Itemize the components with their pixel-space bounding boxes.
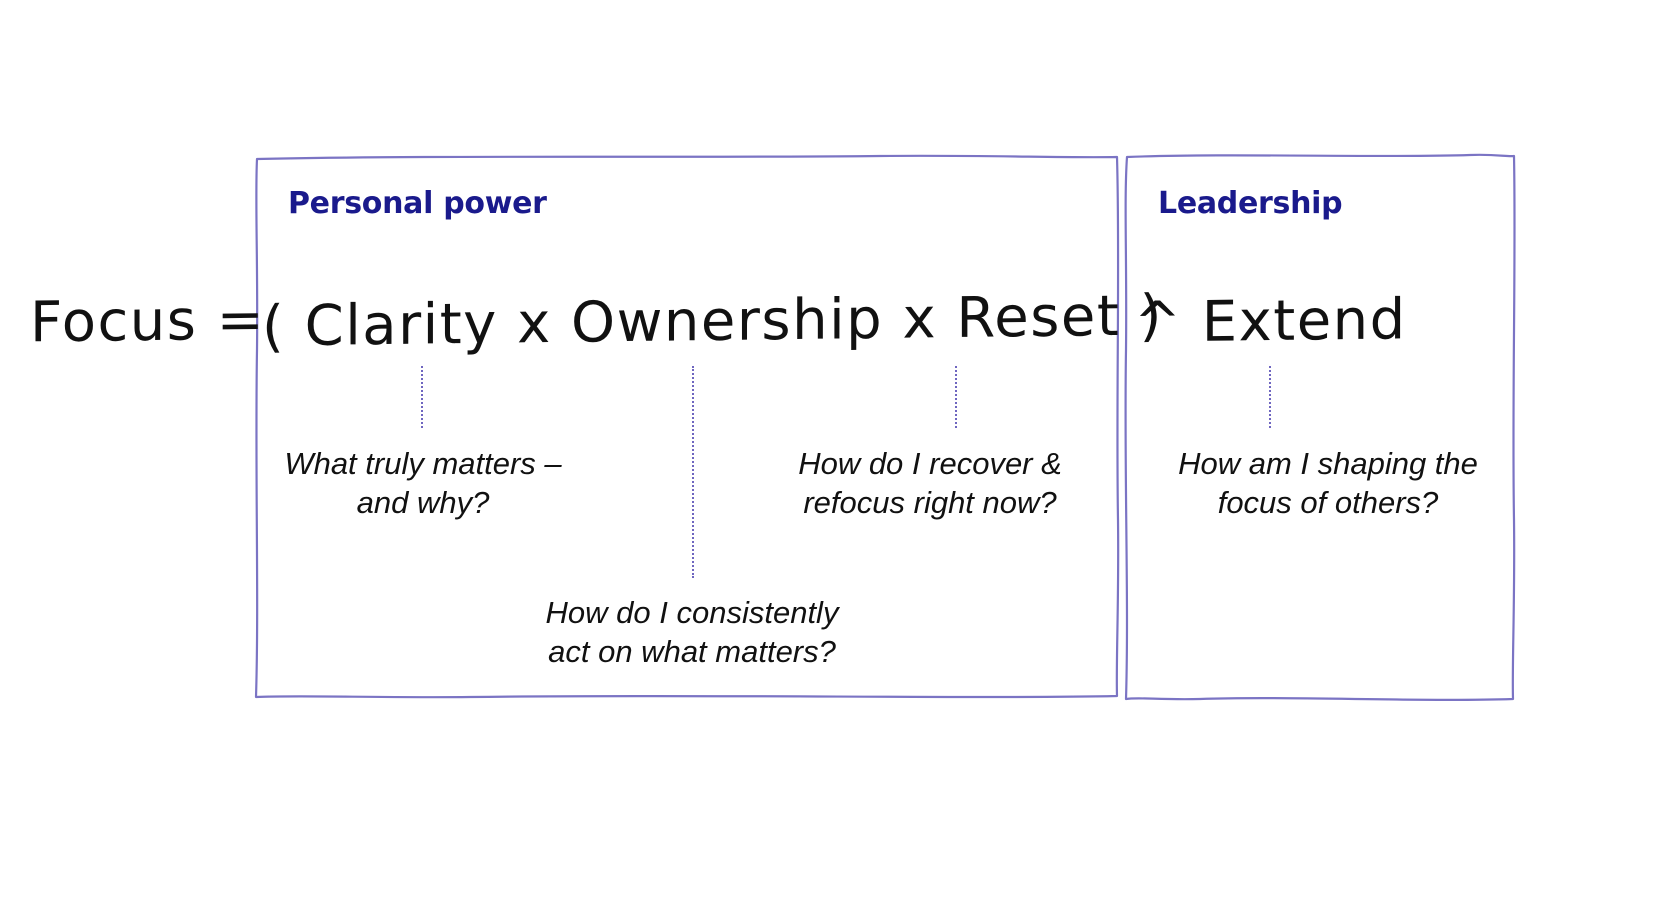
formula-left-hand-side: Focus = (30, 287, 266, 356)
heading-leadership: Leadership (1158, 186, 1343, 221)
annotation-clarity: What truly matters – and why? (284, 446, 562, 520)
connector-line-ownership (692, 366, 694, 578)
heading-personal-power: Personal power (288, 186, 547, 221)
personal-power-box-outline (254, 154, 1120, 699)
formula-exponent: ^ Extend (1134, 287, 1407, 356)
connector-line-reset (955, 366, 957, 428)
annotation-extend: How am I shaping the focus of others? (1178, 446, 1478, 520)
formula-core-expression: ( Clarity x Ownership x Reset ) (262, 283, 1163, 360)
annotation-reset: How do I recover & refocus right now? (798, 446, 1062, 520)
annotation-ownership: How do I consistently act on what matter… (545, 595, 839, 669)
connector-line-extend (1269, 366, 1271, 428)
connector-line-clarity (421, 366, 423, 428)
leadership-box-outline (1124, 153, 1516, 701)
